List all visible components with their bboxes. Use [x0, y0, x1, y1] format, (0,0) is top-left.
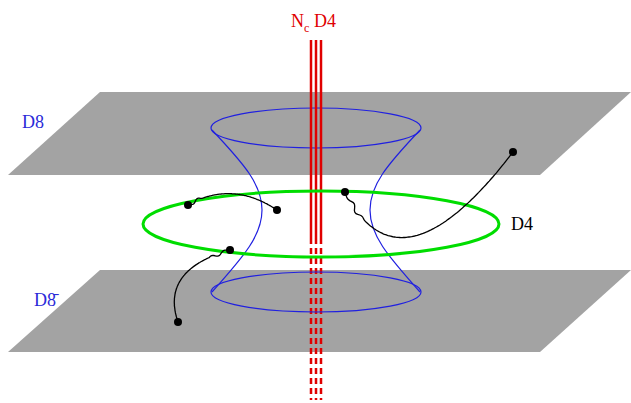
label-d4: D4 [511, 215, 533, 233]
label-n: N [291, 12, 304, 30]
string-endpoint [273, 206, 281, 214]
label-subscript: c [304, 22, 309, 34]
throat-side [212, 130, 262, 292]
throat-side [370, 130, 420, 292]
string-endpoint [226, 246, 234, 254]
label-anti-d8: D8̄ [34, 291, 56, 309]
string-endpoint [174, 318, 182, 326]
string-endpoint [184, 201, 192, 209]
d8-plane [8, 92, 631, 175]
open-string [174, 250, 230, 322]
label-d8: D8 [22, 113, 44, 131]
open-string [345, 152, 513, 238]
string-endpoint [509, 148, 517, 156]
string-endpoints [174, 148, 517, 326]
string-endpoint [341, 188, 349, 196]
open-strings [174, 152, 513, 322]
color-brane [311, 40, 321, 238]
d4-ring [143, 191, 499, 257]
throat-ellipse [211, 272, 421, 312]
label-d4: D4 [314, 12, 336, 30]
open-string [188, 194, 277, 210]
color-brane-dashed [311, 238, 321, 400]
anti-d8-plane [8, 270, 631, 352]
